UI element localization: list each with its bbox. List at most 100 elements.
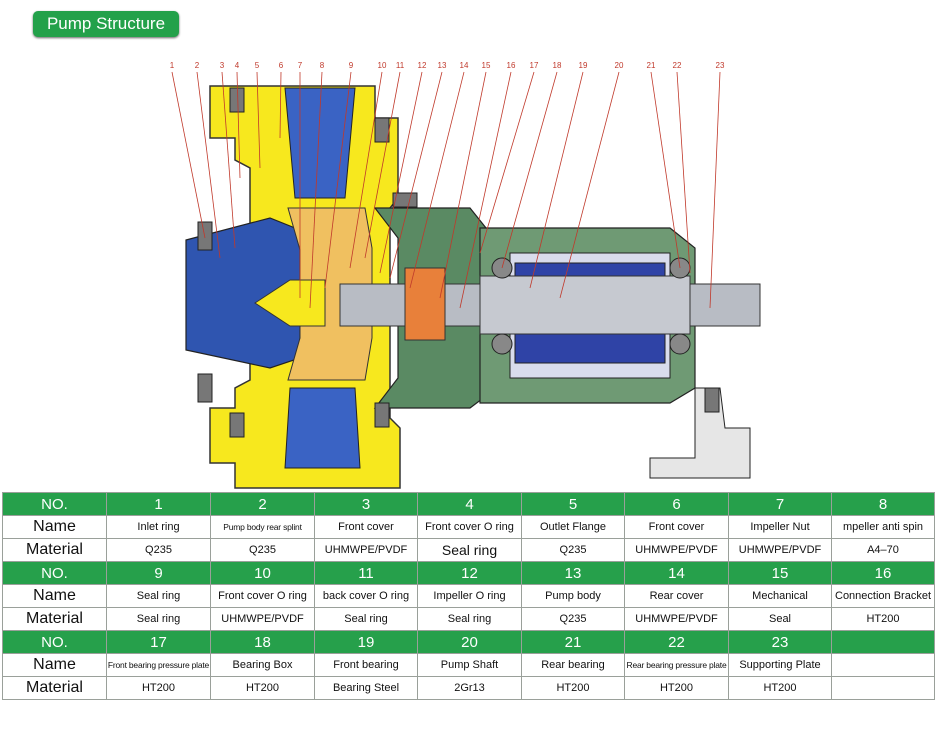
bolt xyxy=(229,412,245,438)
callout-number: 3 xyxy=(220,61,225,70)
part-number-header: NO. xyxy=(2,561,107,585)
callout-number: 22 xyxy=(673,61,682,70)
part-number-cell: 1 xyxy=(106,492,211,516)
part-number-cell: 16 xyxy=(831,561,935,585)
callout-line xyxy=(364,71,401,259)
callout-line xyxy=(221,71,236,249)
part-number-cell: 23 xyxy=(728,630,832,654)
callout-number: 20 xyxy=(615,61,624,70)
part-number-cell: 9 xyxy=(106,561,211,585)
part-name-cell: Pump body rear splint xyxy=(210,515,315,539)
callout-line xyxy=(529,71,584,289)
callout-number: 2 xyxy=(195,61,200,70)
part-number-cell: 6 xyxy=(624,492,729,516)
part-name-cell: Rear cover xyxy=(624,584,729,608)
part-name-cell: Impeller Nut xyxy=(728,515,832,539)
callout-number: 7 xyxy=(298,61,303,70)
part-material-cell: UHMWPE/PVDF xyxy=(210,607,315,631)
callout-line xyxy=(501,71,558,269)
part-name-header: Name xyxy=(2,584,107,608)
callout-line xyxy=(409,71,465,289)
part-name-cell: Connection Bracket xyxy=(831,584,935,608)
part-material-cell: UHMWPE/PVDF xyxy=(624,607,729,631)
bolt xyxy=(704,387,720,413)
callout-number: 9 xyxy=(349,61,354,70)
part-name-cell: Front bearing xyxy=(314,653,418,677)
callout-line xyxy=(236,71,241,179)
part-material-cell: Seal ring xyxy=(314,607,418,631)
part-name-cell: Front bearing pressure plate xyxy=(106,653,211,677)
part-number-cell: 8 xyxy=(831,492,935,516)
callout-line xyxy=(676,71,691,274)
part-material-cell: HT200 xyxy=(210,676,315,700)
part-name-cell: Front cover O ring xyxy=(417,515,522,539)
section-title: Pump Structure xyxy=(33,11,179,37)
part-number-cell: 13 xyxy=(521,561,625,585)
part-name-cell: Mechanical xyxy=(728,584,832,608)
part-number-cell: 11 xyxy=(314,561,418,585)
callout-line xyxy=(324,71,352,289)
part-material-header: Material xyxy=(2,538,107,562)
callout-number: 1 xyxy=(170,61,175,70)
part-number-cell: 19 xyxy=(314,630,418,654)
callout-number: 16 xyxy=(507,61,516,70)
part-number-cell: 21 xyxy=(521,630,625,654)
part-name-cell: Front cover O ring xyxy=(210,584,315,608)
part-material-cell: Seal ring xyxy=(417,607,522,631)
part-number-header: NO. xyxy=(2,630,107,654)
bolt xyxy=(229,87,245,113)
part-material-cell: HT200 xyxy=(106,676,211,700)
callout-number: 12 xyxy=(418,61,427,70)
callout-number: 18 xyxy=(553,61,562,70)
rear-bearing-bottom xyxy=(669,333,691,355)
callout-number: 14 xyxy=(460,61,469,70)
part-number-cell: 18 xyxy=(210,630,315,654)
callout-number: 5 xyxy=(255,61,260,70)
volute-upper xyxy=(284,87,356,199)
part-material-header: Material xyxy=(2,676,107,700)
part-name-header: Name xyxy=(2,653,107,677)
callout-line xyxy=(559,71,620,299)
part-material-cell: Q235 xyxy=(210,538,315,562)
part-material-cell xyxy=(831,676,935,700)
part-material-cell: Q235 xyxy=(521,607,625,631)
part-name-cell: Front cover xyxy=(314,515,418,539)
callout-number: 13 xyxy=(438,61,447,70)
part-number-cell: 14 xyxy=(624,561,729,585)
shaft-sleeve xyxy=(479,275,691,335)
part-material-cell: HT200 xyxy=(728,676,832,700)
part-number-cell: 20 xyxy=(417,630,522,654)
part-material-cell: Q235 xyxy=(521,538,625,562)
callout-number: 15 xyxy=(482,61,491,70)
callout-number: 6 xyxy=(279,61,284,70)
callout-number: 10 xyxy=(378,61,387,70)
callout-line xyxy=(349,71,383,269)
part-material-cell: Bearing Steel xyxy=(314,676,418,700)
part-name-cell: Supporting Plate xyxy=(728,653,832,677)
part-material-header: Material xyxy=(2,607,107,631)
callout-line xyxy=(309,71,323,309)
part-name-cell: back cover O ring xyxy=(314,584,418,608)
part-number-cell: 22 xyxy=(624,630,729,654)
part-name-cell xyxy=(831,653,935,677)
impeller-cone xyxy=(254,279,326,327)
callout-line xyxy=(196,71,221,259)
callout-number: 4 xyxy=(235,61,240,70)
part-number-cell: 10 xyxy=(210,561,315,585)
part-material-cell: Seal ring xyxy=(106,607,211,631)
callout-line xyxy=(389,71,443,279)
part-name-cell: Pump Shaft xyxy=(417,653,522,677)
callout-line xyxy=(171,71,206,239)
part-name-cell: Inlet ring xyxy=(106,515,211,539)
part-material-cell: 2Gr13 xyxy=(417,676,522,700)
part-material-cell: HT200 xyxy=(831,607,935,631)
volute-lower xyxy=(284,387,361,469)
callout-line xyxy=(379,71,423,274)
part-name-cell: Front cover xyxy=(624,515,729,539)
